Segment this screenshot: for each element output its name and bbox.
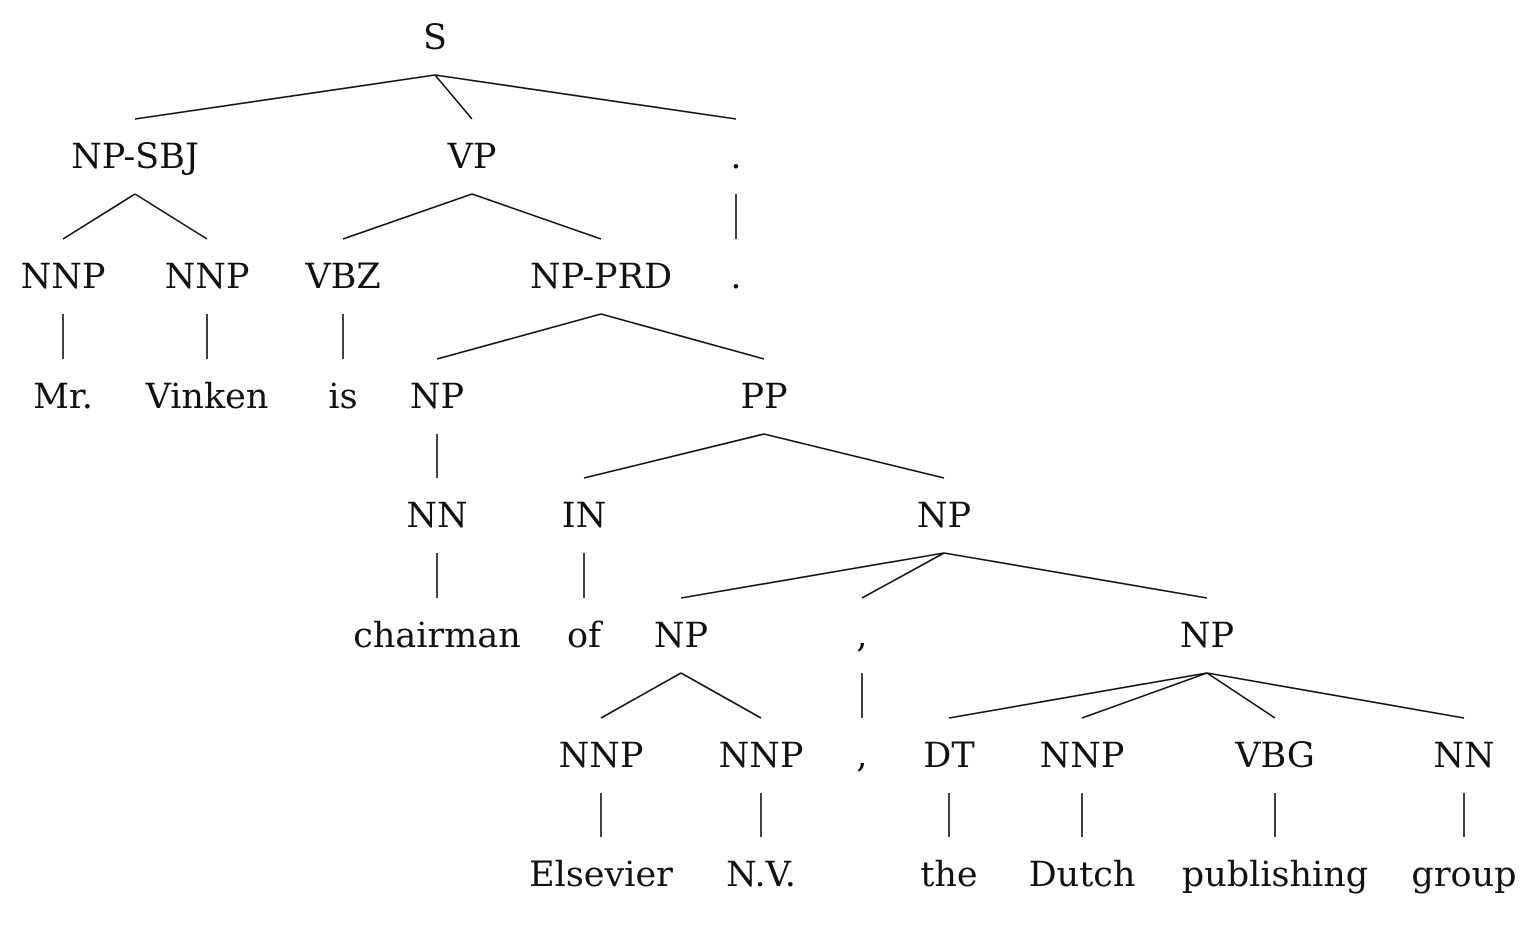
node-vbg: VBG — [1234, 736, 1315, 776]
tree-edge — [342, 193, 473, 240]
word-is: is — [328, 377, 357, 417]
tree-edge — [471, 193, 602, 240]
node-nnp: NNP — [165, 257, 250, 297]
word-chairman: chairman — [353, 616, 521, 656]
node-nnp: NNP — [559, 736, 644, 776]
node-nnp: NNP — [1040, 736, 1125, 776]
node-nnp: NNP — [719, 736, 804, 776]
node-s: S — [423, 18, 447, 58]
tree-edge — [134, 193, 208, 240]
tree-edge — [763, 433, 945, 479]
word-group: group — [1411, 855, 1516, 895]
tree-edge — [680, 672, 762, 719]
word-elsevier: Elsevier — [529, 855, 673, 895]
tree-edge — [1081, 672, 1208, 719]
tree-edge — [583, 433, 765, 479]
node-np: NP — [917, 496, 971, 536]
tree-edge — [434, 74, 473, 120]
node-punct: . — [730, 137, 741, 177]
tree-edge — [600, 672, 682, 719]
tree-edge — [680, 552, 945, 599]
node-nn: NN — [406, 496, 467, 536]
word-of: of — [567, 616, 604, 656]
word-n-v: N.V. — [726, 855, 796, 895]
node-np: NP — [654, 616, 708, 656]
tree-edge — [436, 313, 602, 360]
tree-edge — [948, 672, 1208, 719]
word-dutch: Dutch — [1029, 855, 1136, 895]
word-mr: Mr. — [33, 377, 93, 417]
tree-edge — [600, 313, 765, 360]
word-punct: , — [856, 736, 867, 776]
tree-edge — [943, 552, 1208, 599]
node-pp: PP — [740, 377, 787, 417]
node-vbz: VBZ — [304, 257, 380, 297]
node-punct: , — [856, 616, 867, 656]
word-punct: . — [730, 257, 741, 297]
node-vp: VP — [447, 137, 497, 177]
node-np: NP — [1180, 616, 1234, 656]
tree-edge — [1206, 672, 1276, 719]
word-publishing: publishing — [1182, 855, 1368, 895]
node-np: NP — [410, 377, 464, 417]
node-np-prd: NP-PRD — [530, 257, 672, 297]
node-np-sbj: NP-SBJ — [71, 137, 199, 177]
tree-edge — [62, 193, 136, 240]
tree-edge — [1206, 672, 1465, 719]
node-nnp: NNP — [21, 257, 106, 297]
tree-edge — [134, 74, 436, 120]
node-in: IN — [562, 496, 606, 536]
node-nn: NN — [1433, 736, 1494, 776]
node-dt: DT — [923, 736, 974, 776]
word-vinken: Vinken — [145, 377, 269, 417]
tree-edges — [62, 74, 1465, 837]
tree-edge — [434, 74, 737, 120]
word-the: the — [920, 855, 977, 895]
tree-nodes: S NP-SBJ NNP Mr. NNP Vinken VP VBZ is NP-PRD NP NN c… — [21, 18, 1517, 895]
tree-edge — [861, 552, 945, 599]
